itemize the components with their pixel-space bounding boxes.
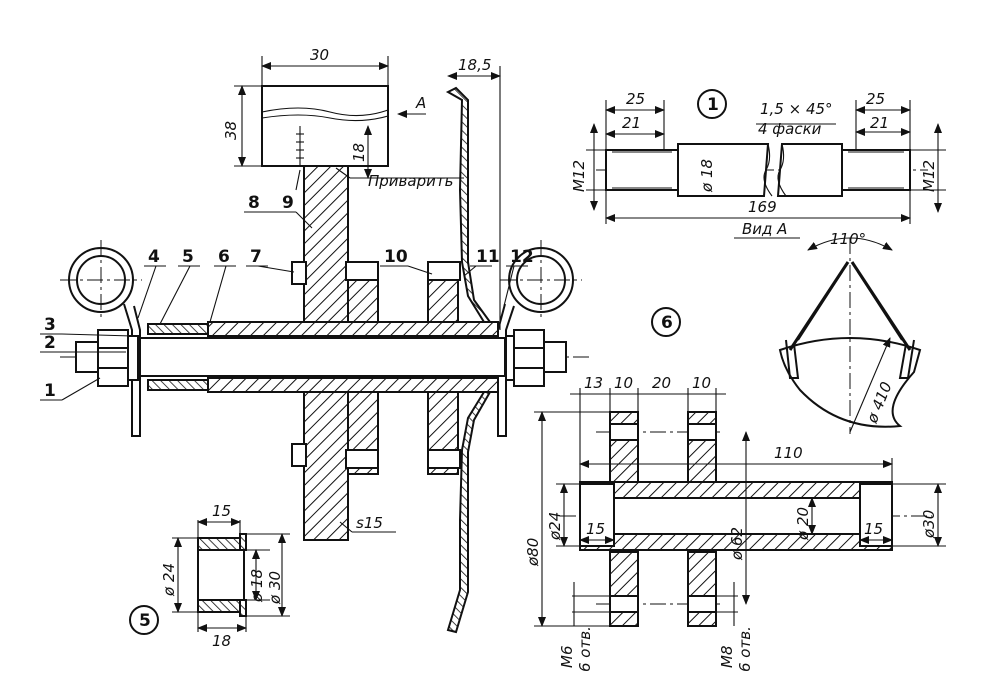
label-4: 4 xyxy=(148,247,160,267)
label-5: 5 xyxy=(182,247,194,267)
axle-dim-169: 169 xyxy=(748,198,777,216)
label-2: 2 xyxy=(44,333,56,353)
hub-depth-15-left: 15 xyxy=(586,520,605,538)
axle-detail: 1 25 21 25 21 1,5 × 45° 4 фаски 169 Вид … xyxy=(570,89,946,239)
view-a-label: Вид A xyxy=(742,220,787,238)
hub-tube-bottom xyxy=(207,377,499,393)
chamfer-size: 1,5 × 45° xyxy=(760,100,833,118)
label-10: 10 xyxy=(384,247,408,267)
view6-angle: 110° xyxy=(830,230,866,248)
view-6: 6 110° ø 410 xyxy=(651,230,922,434)
hub-dia-62: ø 62 xyxy=(728,527,746,561)
hub-dia-24: ø24 xyxy=(546,512,564,541)
part-labels: 8 9 4 5 6 7 10 11 12 3 2 1 xyxy=(40,169,534,533)
hub-m8-count: 6 отв. xyxy=(736,626,754,672)
hub-len-110: 110 xyxy=(774,444,803,462)
hub-dia-80: ø80 xyxy=(524,538,542,567)
circled-6: 6 xyxy=(661,313,673,333)
weld-note: Приварить xyxy=(368,172,453,190)
bush-dia-24: ø 24 xyxy=(160,563,178,597)
label-6: 6 xyxy=(218,247,230,267)
hub-m6-count: 6 отв. xyxy=(576,626,594,672)
bush-dia-30: ø 30 xyxy=(266,571,284,605)
sprocket-disk-bottom xyxy=(446,391,492,634)
bush-detail: 5 15 18 ø 24 ø 18 ø 30 xyxy=(129,502,290,650)
axle-m12-right: M12 xyxy=(920,160,938,192)
axle-shaft xyxy=(139,337,506,377)
bush-dia-18: ø 18 xyxy=(248,569,266,603)
hub-w-10a: 10 xyxy=(614,374,633,392)
left-frame-tube xyxy=(60,240,142,320)
bushing-bottom xyxy=(147,379,209,391)
dim-18-top: 18 xyxy=(350,143,368,162)
axle-m12-left: M12 xyxy=(570,160,588,192)
circled-5: 5 xyxy=(139,611,151,631)
top-dimensions: 30 38 18 18,5 A Приварить xyxy=(222,46,501,330)
hub-w-13: 13 xyxy=(584,374,603,392)
top-block xyxy=(261,85,389,167)
hub-w-10b: 10 xyxy=(692,374,711,392)
hub-w-20: 20 xyxy=(652,374,671,392)
hub-tube-top xyxy=(207,321,499,337)
label-8: 8 xyxy=(248,193,260,213)
right-nut xyxy=(513,329,545,387)
axle-dim-25-left: 25 xyxy=(626,90,645,108)
label-7: 7 xyxy=(250,247,262,267)
plate-thickness: s15 xyxy=(356,514,383,532)
hub-dia-20: ø 20 xyxy=(794,507,812,541)
plate-bottom xyxy=(303,391,349,541)
axle-dia-18: ø 18 xyxy=(698,159,716,193)
view6-dia-410: ø 410 xyxy=(863,379,896,426)
bushing-top xyxy=(147,323,209,335)
hub-depth-15-right: 15 xyxy=(864,520,883,538)
dim-30: 30 xyxy=(310,46,329,64)
right-frame-tube xyxy=(500,240,582,320)
axle-dim-21-right: 21 xyxy=(870,114,889,132)
label-1: 1 xyxy=(44,381,56,401)
dim-38: 38 xyxy=(222,121,240,140)
hub-m8: M8 xyxy=(718,646,736,669)
left-nut xyxy=(97,329,129,387)
sprocket-disk-top xyxy=(445,86,492,323)
label-3: 3 xyxy=(44,315,56,335)
main-assembly xyxy=(60,85,590,634)
hub-dia-30: ø30 xyxy=(920,510,938,539)
circled-1: 1 xyxy=(707,95,719,115)
view-a-arrow-label: A xyxy=(415,94,426,112)
bush-w-15: 15 xyxy=(212,502,231,520)
hub-m6: M6 xyxy=(558,646,576,669)
bush-w-18: 18 xyxy=(212,632,231,650)
label-12: 12 xyxy=(510,247,534,267)
label-9: 9 xyxy=(282,193,294,213)
label-11: 11 xyxy=(476,247,500,267)
hub-detail: 13 10 20 10 110 ø80 ø24 15 15 ø 62 ø 20 … xyxy=(524,374,946,672)
dim-18-5: 18,5 xyxy=(458,56,491,74)
axle-dim-21-left: 21 xyxy=(622,114,641,132)
chamfer-count: 4 фаски xyxy=(758,120,822,138)
axle-dim-25-right: 25 xyxy=(866,90,885,108)
